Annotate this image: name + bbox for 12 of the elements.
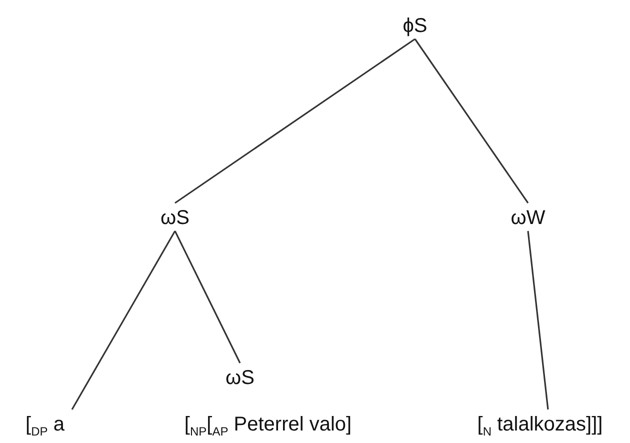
- tree-branch: [527, 230, 549, 410]
- tree-branch: [174, 38, 416, 204]
- tree-label: [$_{N}$ talalkozas]]]: [477, 414, 603, 442]
- tree-label: ωW: [510, 207, 546, 229]
- tree-label: [$_{DP}$ a: [26, 414, 64, 442]
- tree-label: ωS: [226, 367, 254, 389]
- tree-label: ωS: [160, 207, 190, 229]
- tree-branch: [174, 230, 241, 364]
- tree-branch: [414, 38, 529, 204]
- tree-label: ϕS: [402, 15, 428, 37]
- tree-label: [$_{NP}$[$_{AP}$ Peterrel valo]: [184, 414, 352, 442]
- tree-branch: [71, 230, 176, 410]
